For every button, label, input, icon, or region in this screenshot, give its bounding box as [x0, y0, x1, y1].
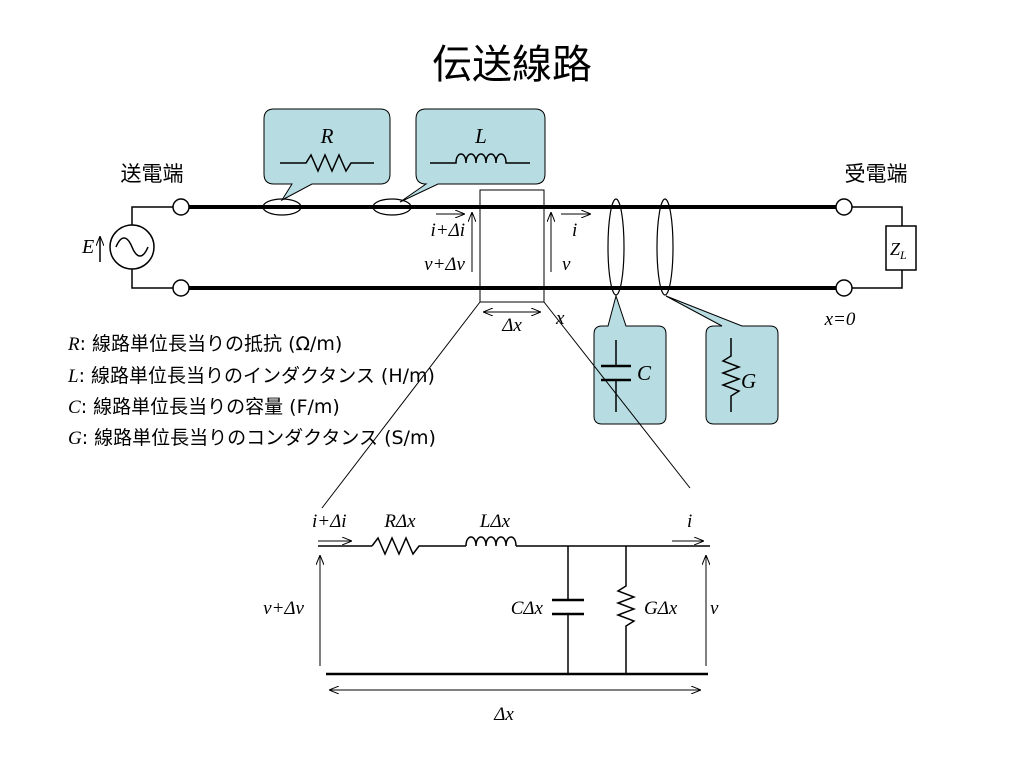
conductance-callout: [665, 295, 779, 425]
receiving-end-label: 受電端: [845, 162, 908, 186]
transmission-lines: [189, 205, 836, 290]
lower-voltage-in-label: v+Δv: [263, 598, 304, 619]
current-in-label: i+Δi: [430, 220, 465, 241]
equivalent-circuit: [318, 536, 710, 690]
callout-l-label: L: [474, 124, 487, 148]
callout-c-label: C: [637, 361, 652, 385]
conductance-resistor-icon: [720, 338, 742, 412]
sending-end-label: 送電端: [121, 162, 184, 186]
terminals: [172, 198, 853, 297]
lower-current-in-label: i+Δi: [312, 511, 347, 532]
lower-c-label: CΔx: [511, 598, 544, 619]
inductor-icon: [430, 153, 530, 164]
lower-dx-label: Δx: [493, 704, 514, 725]
current-out-label: i: [572, 220, 577, 241]
source-label: E: [81, 236, 94, 258]
x-zero-label: x=0: [824, 309, 856, 330]
load-impedance-box: [885, 225, 917, 271]
resistor-callout: [263, 108, 391, 202]
capacitor-callout: [593, 294, 667, 425]
callout-r-label: R: [320, 124, 334, 148]
callout-g-label: G: [741, 369, 756, 393]
resistor-icon: [280, 153, 374, 173]
lower-voltage-out-label: v: [710, 598, 719, 619]
definition-c: C: 線路単位長当りの容量 (F/m): [68, 396, 340, 418]
voltage-in-label: v+Δv: [424, 254, 465, 275]
definitions: R: 線路単位長当りの抵抗 (Ω/m) L: 線路単位長当りのインダクタンス (…: [67, 333, 436, 449]
dx-label: Δx: [501, 315, 522, 336]
zoom-lines: [321, 301, 691, 509]
definition-g: G: 線路単位長当りのコンダクタンス (S/m): [68, 427, 436, 449]
source-circuit: [100, 206, 173, 289]
lower-current-out-label: i: [687, 511, 692, 532]
lower-inductor-icon: [465, 536, 517, 547]
lower-l-label: LΔx: [479, 511, 511, 532]
lower-r-label: RΔx: [383, 511, 416, 532]
load-circuit: [852, 206, 917, 289]
capacitor-icon: [601, 340, 631, 412]
definition-l: L: 線路単位長当りのインダクタンス (H/m): [67, 365, 435, 387]
lower-g-label: GΔx: [644, 598, 678, 619]
main-arrows: [436, 213, 590, 312]
definition-r: R: 線路単位長当りの抵抗 (Ω/m): [67, 333, 342, 355]
voltage-out-label: v: [562, 254, 571, 275]
section-box: [479, 189, 545, 303]
lower-resistor-icon: [371, 536, 466, 556]
x-label: x: [555, 308, 565, 329]
slide-title: 伝送線路: [432, 42, 592, 88]
inductor-callout: [399, 108, 546, 203]
load-label: ZL: [890, 239, 907, 262]
line-ellipses: [262, 198, 674, 296]
lower-conductance-icon: [615, 546, 637, 674]
